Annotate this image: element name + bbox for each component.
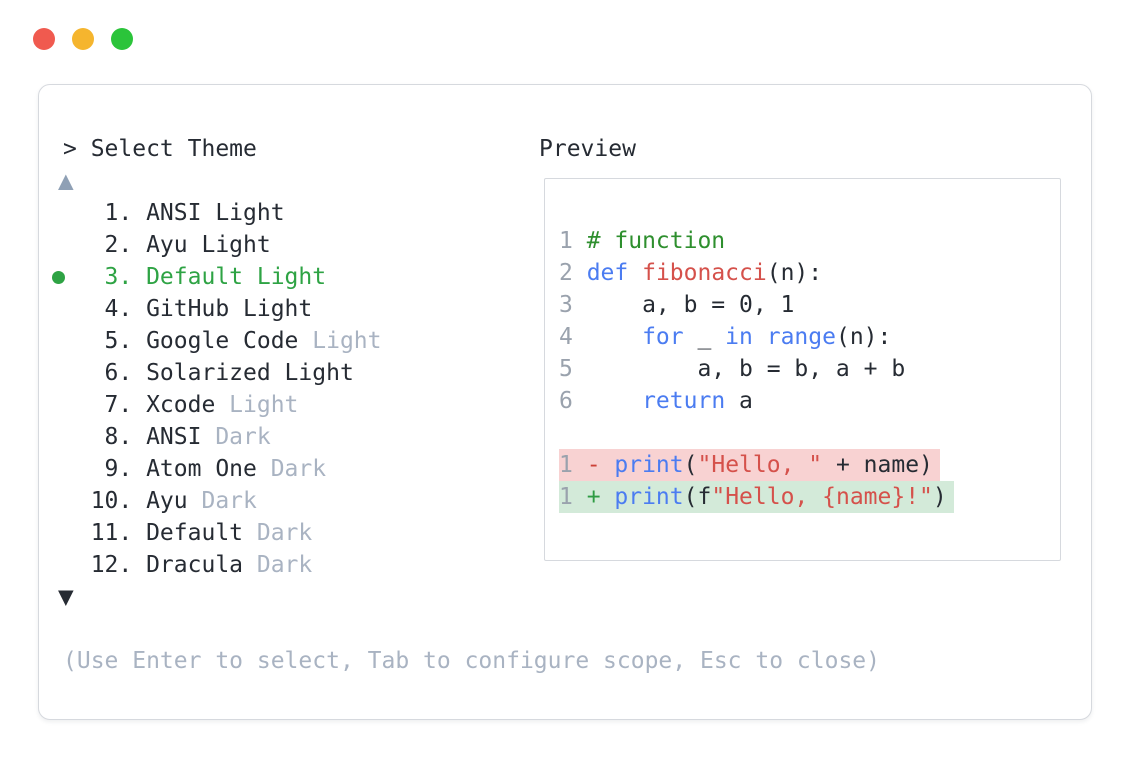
item-variant: Light — [229, 392, 299, 418]
theme-list-item-solarized-light[interactable]: 6. Solarized Light — [63, 357, 503, 389]
line-number: 2 — [559, 260, 573, 286]
scroll-down-icon[interactable]: ▼ — [58, 582, 74, 612]
code-line: 1# function — [559, 225, 1046, 257]
line-number: 4 — [559, 324, 573, 350]
item-label: Default — [146, 520, 244, 546]
selected-indicator-icon — [52, 271, 65, 284]
item-label: Ayu Light — [146, 232, 271, 258]
diff-minus-sign: - — [586, 452, 615, 478]
item-number: 6. — [104, 360, 133, 386]
item-number: 5. — [104, 328, 133, 354]
item-label: ANSI Light — [146, 200, 285, 226]
close-button[interactable] — [33, 28, 55, 50]
line-number: 1 — [559, 228, 573, 254]
theme-list-item-atom-one[interactable]: 9. Atom One Dark — [63, 453, 503, 485]
code-line: 3 a, b = 0, 1 — [559, 289, 1046, 321]
item-label: Default Light — [146, 264, 327, 290]
theme-list-item-xcode[interactable]: 7. Xcode Light — [63, 389, 503, 421]
theme-picker-window: > Select Theme Preview ▲ 1. ANSI Light 2.… — [38, 84, 1092, 720]
theme-list-item-default-dark[interactable]: 11. Default Dark — [63, 517, 503, 549]
item-number: 4. — [104, 296, 133, 322]
item-variant: Dark — [201, 488, 257, 514]
item-number: 8. — [104, 424, 133, 450]
item-label: Google Code — [146, 328, 299, 354]
item-number: 7. — [104, 392, 133, 418]
item-variant: Dark — [215, 424, 271, 450]
theme-list-item-github-light[interactable]: 4. GitHub Light — [63, 293, 503, 325]
item-label: Atom One — [146, 456, 257, 482]
item-label: ANSI — [146, 424, 202, 450]
code-line: 6 return a — [559, 385, 1046, 417]
code-line: 4 for _ in range(n): — [559, 321, 1046, 353]
item-label: GitHub Light — [146, 296, 313, 322]
item-number: 10. — [90, 488, 133, 514]
item-label: Dracula — [146, 552, 244, 578]
scroll-up-icon[interactable]: ▲ — [58, 166, 74, 196]
diff-removed-line: 1- print("Hello, " + name) — [559, 449, 1046, 481]
item-variant: Dark — [256, 552, 313, 578]
item-label: Solarized Light — [146, 360, 354, 386]
line-number: 1 — [559, 452, 573, 478]
preview-title: Preview — [539, 136, 636, 162]
theme-list-item-ayu-light[interactable]: 2. Ayu Light — [63, 229, 503, 261]
item-number: 3. — [104, 264, 133, 290]
diff-added-line: 1+ print(f"Hello, {name}!") — [559, 481, 1046, 513]
theme-list-item-ansi-light[interactable]: 1. ANSI Light — [63, 197, 503, 229]
help-hint: (Use Enter to select, Tab to configure s… — [63, 648, 880, 674]
item-number: 11. — [90, 520, 133, 546]
code-line: 5 a, b = b, a + b — [559, 353, 1046, 385]
line-number: 5 — [559, 356, 573, 382]
item-label: Xcode — [146, 392, 216, 418]
zoom-button[interactable] — [111, 28, 133, 50]
item-variant: Dark — [256, 520, 313, 546]
theme-list-item-ayu-dark[interactable]: 10. Ayu Dark — [63, 485, 503, 517]
blank-line — [559, 417, 1046, 449]
item-label: Ayu — [146, 488, 188, 514]
item-variant: Light — [312, 328, 382, 354]
item-number: 9. — [104, 456, 133, 482]
theme-list-item-ansi-dark[interactable]: 8. ANSI Dark — [63, 421, 503, 453]
minimize-button[interactable] — [72, 28, 94, 50]
theme-list-item-google-code[interactable]: 5. Google Code Light — [63, 325, 503, 357]
item-variant: Dark — [270, 456, 327, 482]
window-controls — [33, 28, 133, 50]
item-number: 1. — [104, 200, 133, 226]
line-number: 3 — [559, 292, 573, 318]
item-number: 2. — [104, 232, 133, 258]
theme-list-item-default-light-selected[interactable]: 3. Default Light — [52, 261, 503, 293]
theme-list-item-dracula[interactable]: 12. Dracula Dark — [63, 549, 503, 581]
diff-plus-sign: + — [586, 484, 615, 510]
theme-prompt: > Select Theme — [63, 136, 257, 162]
item-number: 12. — [90, 552, 133, 578]
line-number: 6 — [559, 388, 573, 414]
line-number: 1 — [559, 484, 573, 510]
theme-list: ▲ 1. ANSI Light 2. Ayu Light 3. Default Lig… — [52, 165, 503, 613]
